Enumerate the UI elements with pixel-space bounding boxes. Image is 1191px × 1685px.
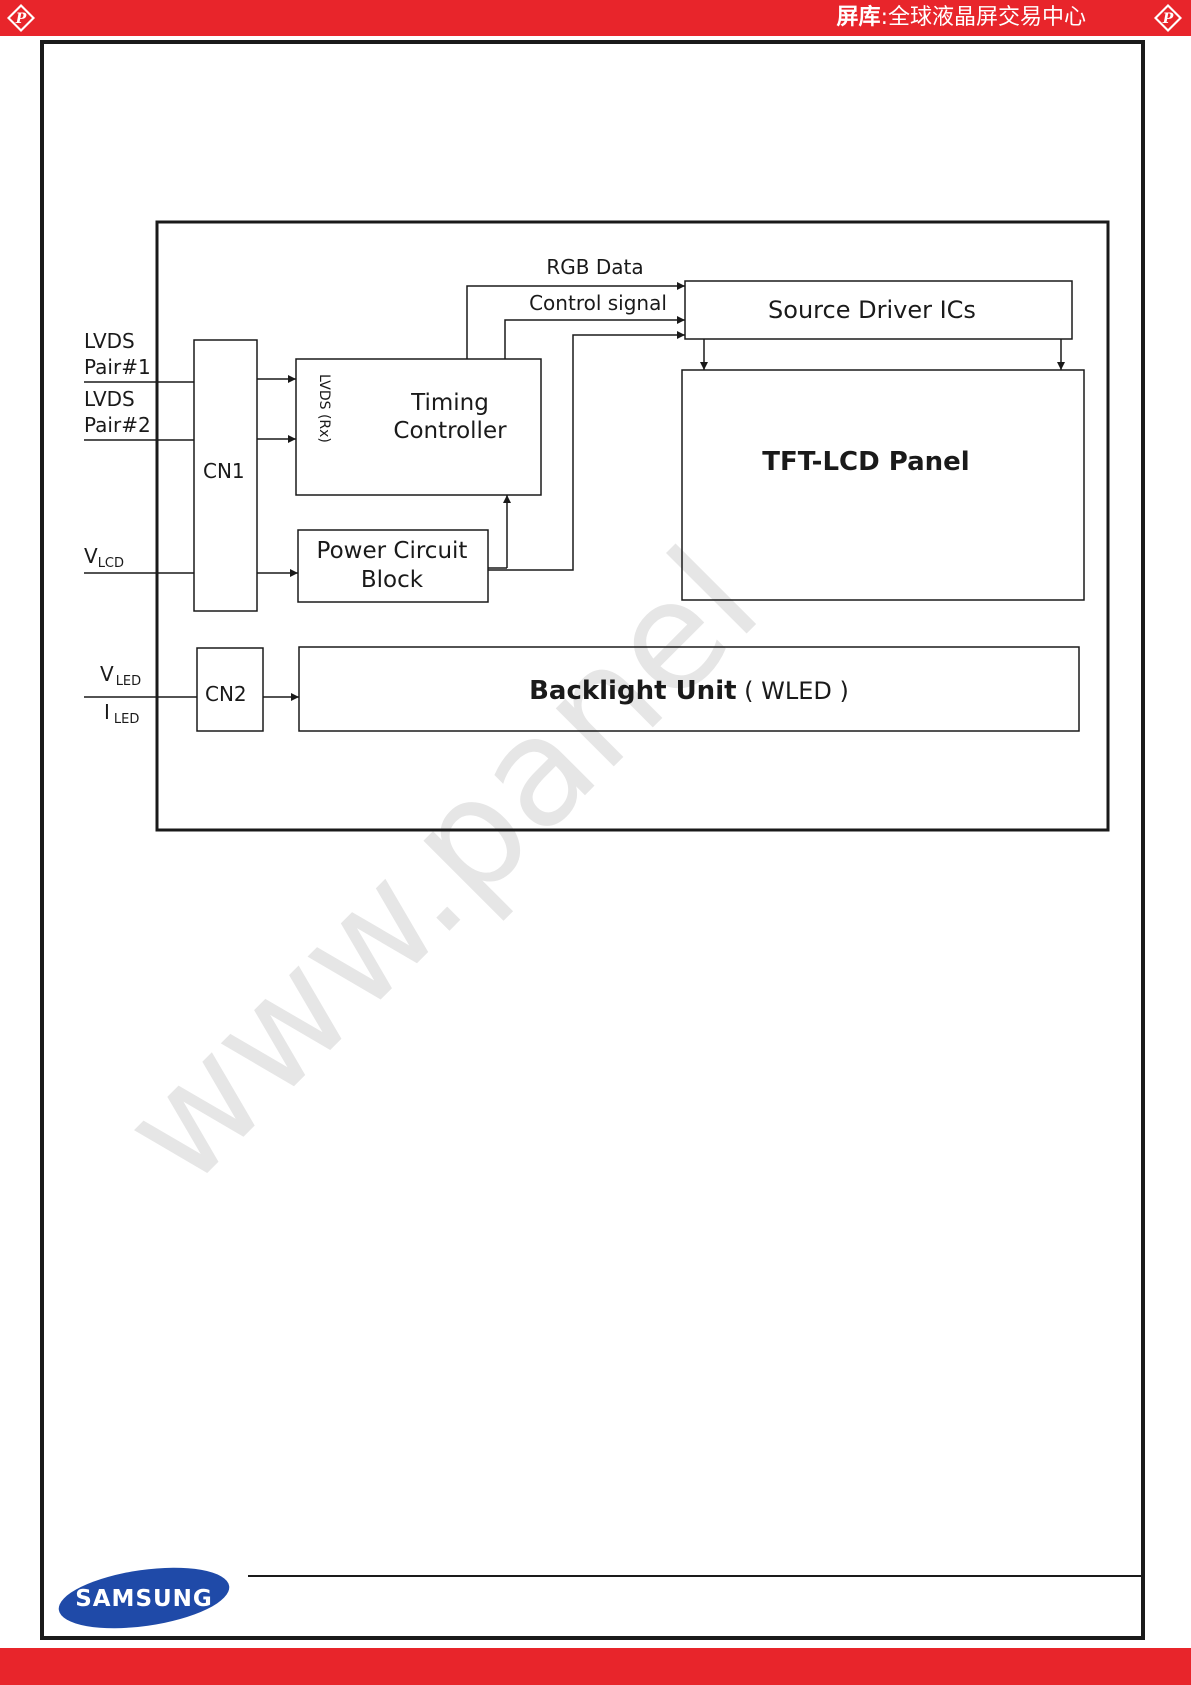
vlcd-label: VLCD [84,544,124,571]
control-signal-label: Control signal [529,291,667,315]
power-to-source-driver-arrow [488,335,685,570]
cn1-label: CN1 [203,459,245,483]
rgb-data-label: RGB Data [546,255,643,279]
tft-lcd-panel-label: TFT-LCD Panel [762,447,969,477]
backlight-label: Backlight Unit ( WLED ) [529,676,849,706]
lvds-pair1-label-line1: LVDS [84,329,135,353]
power-label-line2: Block [361,567,424,593]
lvds-pair1-label-line2: Pair#1 [84,355,151,379]
timing-label-line2: Controller [393,418,507,444]
svg-text:SAMSUNG: SAMSUNG [75,1586,213,1612]
source-driver-label: Source Driver ICs [768,296,976,324]
lvds-pair2-label-line2: Pair#2 [84,413,151,437]
footer-rule [248,1575,1144,1577]
lvds-pair2-label-line1: LVDS [84,387,135,411]
power-label-line1: Power Circuit [317,538,468,564]
control-signal-arrow [505,320,685,359]
timing-label-line1: Timing [410,390,489,416]
footer-bar [0,1648,1191,1685]
lvds-rx-label: LVDS (Rx) [316,374,332,443]
cn2-label: CN2 [205,682,247,706]
tft-lcd-panel-block [682,370,1084,600]
samsung-logo: SAMSUNG [56,1566,232,1630]
